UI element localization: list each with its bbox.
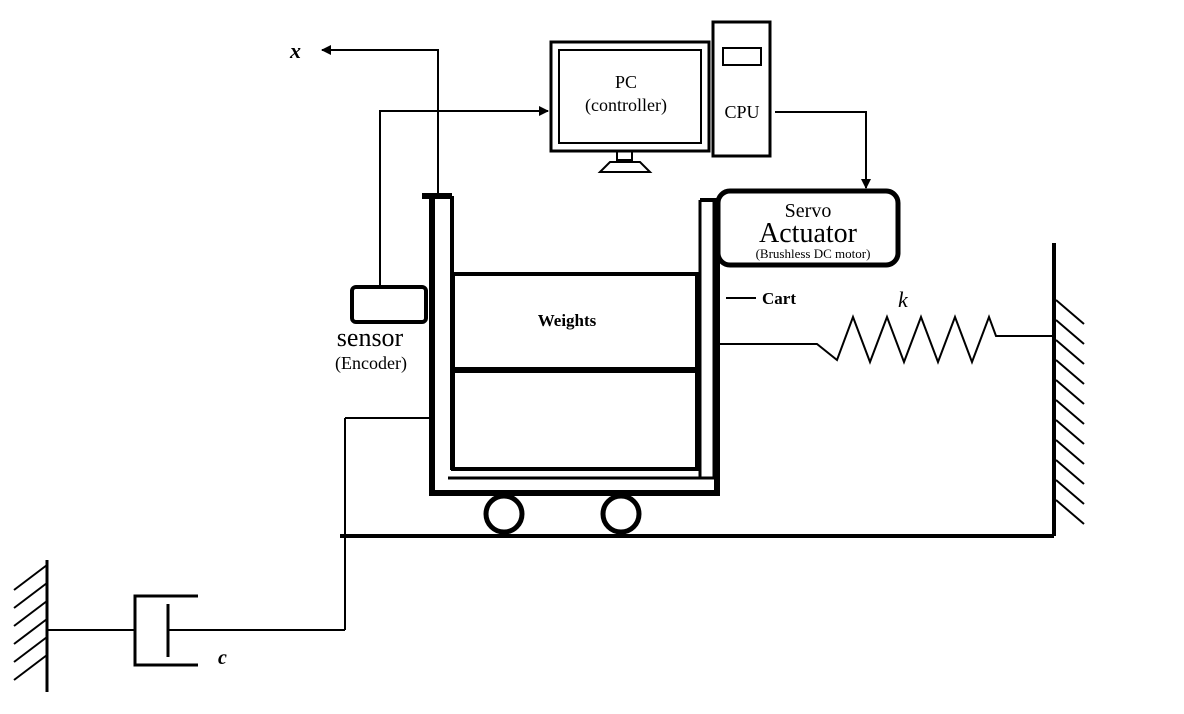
monitor	[549, 40, 711, 173]
pc-label: PC	[615, 72, 637, 92]
cpu-label: CPU	[724, 102, 759, 122]
weights-block	[451, 272, 699, 471]
spring	[720, 314, 1054, 365]
sensor-label: sensor	[337, 323, 404, 352]
cart-link-line	[344, 417, 432, 630]
spring-label: k	[898, 287, 909, 312]
sensor-to-pc-line	[379, 106, 549, 287]
pc-sublabel: (controller)	[585, 95, 667, 116]
right-wall	[1052, 243, 1085, 536]
actuator-label: Actuator	[759, 218, 858, 249]
damper	[47, 594, 345, 667]
cpu-tower	[711, 20, 772, 158]
cart-label: Cart	[762, 289, 796, 308]
cart-wheel-left	[483, 493, 525, 535]
cart-wheel-right	[600, 493, 642, 535]
left-wall	[13, 560, 49, 692]
actuator-sublabel: (Brushless DC motor)	[756, 246, 871, 261]
cpu-to-actuator-line	[775, 111, 871, 189]
damper-label: c	[218, 647, 227, 669]
sensor-sublabel: (Encoder)	[335, 353, 407, 374]
x-axis-label: x	[289, 38, 301, 63]
weights-label: Weights	[538, 311, 597, 330]
sensor-block	[350, 285, 428, 324]
x-axis-arrow	[321, 45, 439, 196]
servo-actuator-box	[715, 188, 901, 268]
servo-label: Servo	[785, 200, 832, 222]
